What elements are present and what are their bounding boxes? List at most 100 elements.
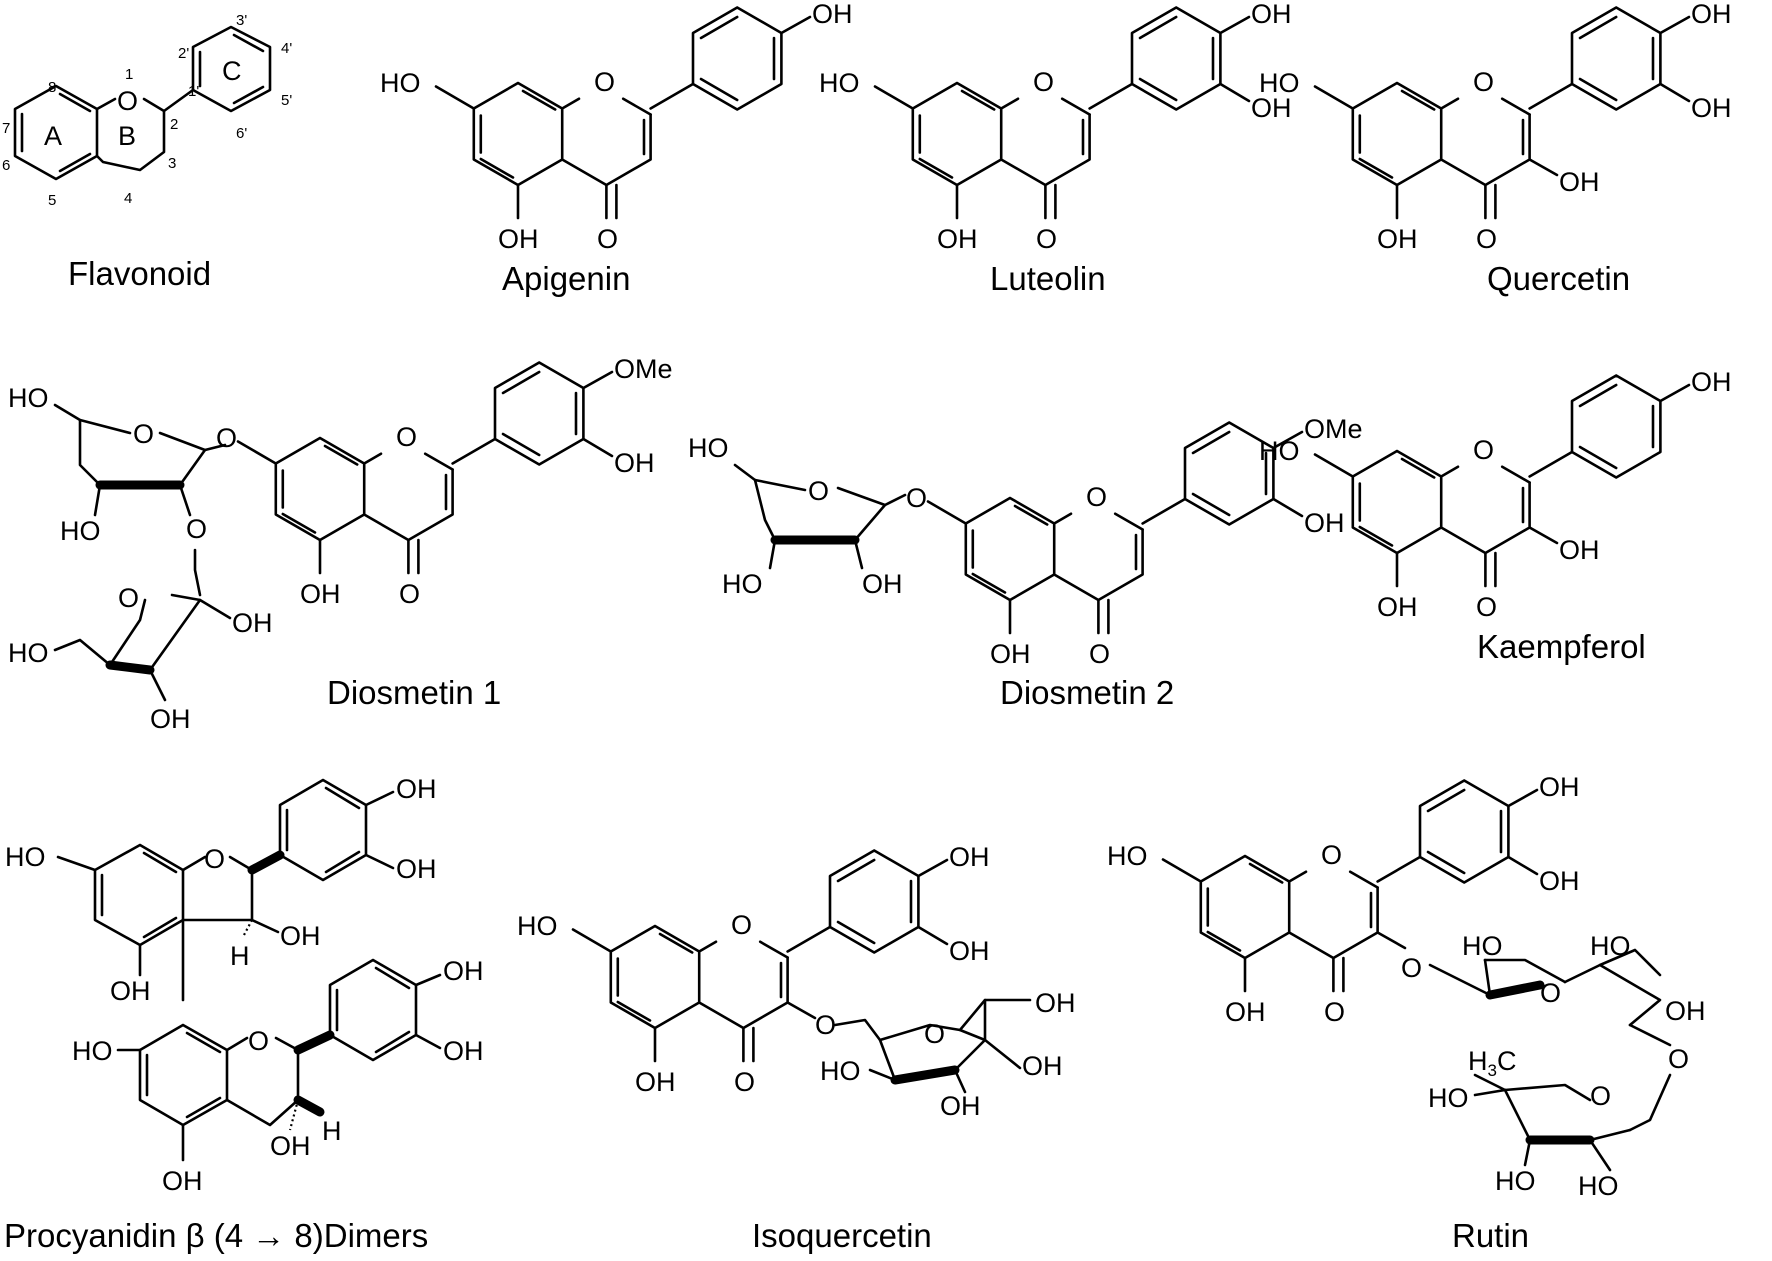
ho-7: HO <box>1259 436 1300 466</box>
procyanidin-name: Procyanidin β (4 → 8)Dimers <box>4 1217 428 1254</box>
interglycosidic-o: O <box>186 514 207 544</box>
glucose-ring-o: O <box>1540 978 1561 1008</box>
ho-7: HO <box>1107 841 1148 871</box>
ho-7: HO <box>517 911 558 941</box>
position-7: 7 <box>2 120 10 137</box>
upper-oh-3: OH <box>280 921 321 951</box>
lower-ring-o: O <box>248 1026 269 1056</box>
h3c-rhamnose: H3C <box>1468 1046 1516 1080</box>
position-3: 3 <box>168 155 176 172</box>
upper-ring-o: O <box>204 844 225 874</box>
oh-3p: OH <box>949 936 990 966</box>
flavonoid-name: Flavonoid <box>68 255 211 292</box>
kaempferol-name: Kaempferol <box>1477 628 1646 665</box>
lower-oh-5: OH <box>162 1166 203 1196</box>
position-5-prime: 5' <box>281 92 292 109</box>
lower-oh-4p: OH <box>443 956 484 986</box>
oh-3p: OH <box>1251 93 1292 123</box>
carbonyl-o: O <box>399 579 420 609</box>
oh-3p: OH <box>614 448 655 478</box>
ring-o-atom: O <box>396 422 417 452</box>
ring-o-atom: O <box>1086 482 1107 512</box>
position-8: 8 <box>48 79 56 96</box>
carbonyl-o: O <box>1089 639 1110 669</box>
ring-o-atom: O <box>1033 67 1054 97</box>
carbonyl-o: O <box>1036 224 1057 254</box>
oh-3p: OH <box>1304 508 1345 538</box>
oh-5: OH <box>937 224 978 254</box>
oh-5: OH <box>635 1067 676 1097</box>
oh-3: OH <box>1559 535 1600 565</box>
oh-4p: OH <box>949 842 990 872</box>
ho-2-rhamnose: HO <box>1578 1171 1619 1201</box>
ho-3-sugar: HO <box>722 569 763 599</box>
oh-5: OH <box>300 579 341 609</box>
position-1: 1 <box>125 66 133 83</box>
position-2-prime: 2' <box>178 45 189 62</box>
oh-4p: OH <box>1539 772 1580 802</box>
ome-4p: OMe <box>614 354 673 384</box>
oh-6-sugar: OH <box>1035 988 1076 1018</box>
ring-o-atom: O <box>117 86 138 116</box>
lower-h-3: H <box>322 1116 342 1146</box>
apigenin-structure: O HO OH O OH <box>380 0 853 254</box>
lower-oh-3: OH <box>270 1131 311 1161</box>
ho-5-sugar-2: HO <box>8 638 49 668</box>
diosmetin-1-name: Diosmetin 1 <box>327 674 501 711</box>
oh-3p: OH <box>1539 866 1580 896</box>
ome-4p: OMe <box>1304 414 1363 444</box>
position-4: 4 <box>124 190 132 207</box>
oh-5: OH <box>990 639 1031 669</box>
oh-5: OH <box>498 224 539 254</box>
pyranose-ring-o: O <box>924 1019 945 1049</box>
ho-2-glucose: HO <box>1462 931 1503 961</box>
ring-a-label: A <box>44 121 62 151</box>
oh-5: OH <box>1377 224 1418 254</box>
position-5: 5 <box>48 192 56 209</box>
oh-4p: OH <box>1691 367 1732 397</box>
carbonyl-o: O <box>597 224 618 254</box>
glycosidic-o: O <box>906 483 927 513</box>
apigenin-name: Apigenin <box>502 260 630 297</box>
position-6-prime: 6' <box>236 125 247 142</box>
luteolin-structure: O HO OH O OH OH <box>819 0 1292 254</box>
oh-3-sugar-2: OH <box>150 704 191 734</box>
ring-b-label: B <box>118 121 136 151</box>
procyanidin-structure: O HO OH OH H OH OH O HO OH OH H OH OH <box>5 774 484 1196</box>
position-6: 6 <box>2 157 10 174</box>
position-1-prime: 1' <box>188 83 199 100</box>
diosmetin-2-structure: O O OH O OMe OH O HO HO OH <box>688 414 1363 669</box>
furanose-ring-o-2: O <box>118 583 139 613</box>
glycosidic-o: O <box>815 1010 836 1040</box>
position-2: 2 <box>170 116 178 133</box>
ring-o-atom: O <box>594 67 615 97</box>
oh-4p: OH <box>1691 0 1732 29</box>
carbonyl-o: O <box>1324 997 1345 1027</box>
upper-oh-3p: OH <box>396 854 437 884</box>
quercetin-name: Quercetin <box>1487 260 1630 297</box>
ho-3-rhamnose: HO <box>1495 1166 1536 1196</box>
glycosidic-o: O <box>1401 953 1422 983</box>
isoquercetin-structure: O HO OH O O OH OH O OH HO OH OH <box>517 842 1076 1121</box>
luteolin-name: Luteolin <box>990 260 1106 297</box>
oh-4-sugar: OH <box>1022 1051 1063 1081</box>
oh-2-sugar: OH <box>232 608 273 638</box>
ho-7: HO <box>380 68 421 98</box>
position-3-prime: 3' <box>236 12 247 29</box>
ho-7: HO <box>1259 68 1300 98</box>
position-4-prime: 4' <box>281 40 292 57</box>
glycosidic-o: O <box>216 423 237 453</box>
rutin-structure: O HO OH O O OH OH O HO HO OH O O H3C <box>1107 772 1706 1201</box>
ho-2-sugar: HO <box>820 1056 861 1086</box>
lower-oh-3p: OH <box>443 1036 484 1066</box>
kaempferol-structure: O HO OH O OH OH <box>1259 367 1732 622</box>
ring-o-atom: O <box>731 910 752 940</box>
diosmetin-1-structure: O O OH O OMe OH O HO HO O O OH HO OH <box>8 354 673 734</box>
carbonyl-o: O <box>1476 592 1497 622</box>
diosmetin-2-name: Diosmetin 2 <box>1000 674 1174 711</box>
ho-7: HO <box>819 68 860 98</box>
interglycosidic-o: O <box>1668 1044 1689 1074</box>
carbonyl-o: O <box>1476 224 1497 254</box>
upper-oh-5: OH <box>110 976 151 1006</box>
